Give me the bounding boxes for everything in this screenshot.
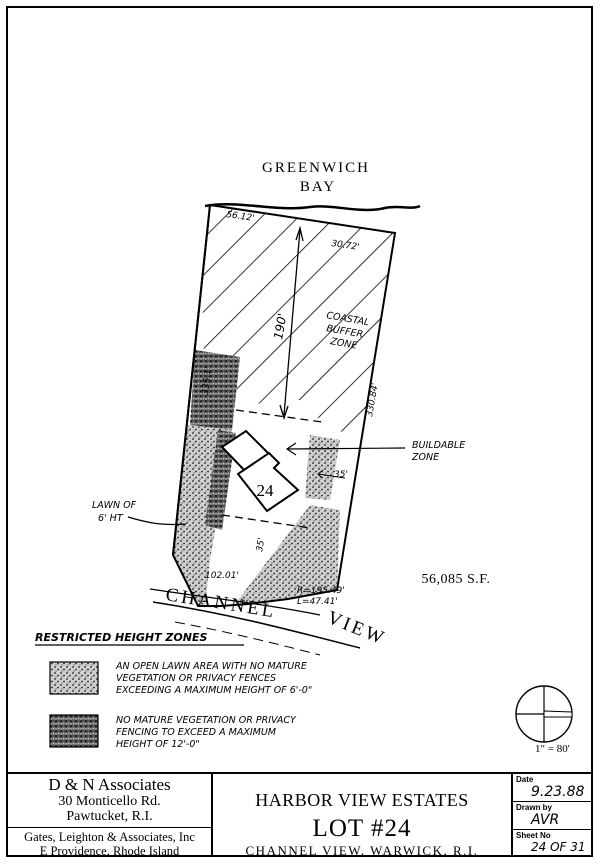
engineer-location: E Providence, Rhode Island <box>39 844 180 858</box>
dim-setback-190: 190' <box>271 312 289 340</box>
project-location: CHANNEL VIEW, WARWICK, R.I. <box>245 843 479 858</box>
firm-block: D & N Associates 30 Monticello Rd. Pawtu… <box>8 774 213 858</box>
svg-text:6' HT: 6' HT <box>98 513 124 524</box>
sheet-field: Sheet No 24 OF 31 <box>516 831 586 854</box>
project-name: HARBOR VIEW ESTATES <box>255 790 469 810</box>
svg-text:ZONE: ZONE <box>411 452 439 463</box>
legend-title: RESTRICTED HEIGHT ZONES <box>35 631 207 644</box>
buildable-zone-boundary <box>221 409 323 529</box>
house-footprint <box>220 429 300 513</box>
dim-setback-35-right: 35' <box>334 470 348 480</box>
date-value: 9.23.88 <box>531 784 585 800</box>
sheet-value: 24 OF 31 <box>531 840 586 854</box>
meta-block: Date 9.23.88 Drawn by AVR Sheet No 24 OF… <box>513 774 591 857</box>
lot-boundary <box>171 203 397 607</box>
road-centerline <box>174 621 321 656</box>
svg-text:EXCEEDING A MAXIMUM HEIGHT OF: EXCEEDING A MAXIMUM HEIGHT OF 6'-0" <box>116 685 312 696</box>
street-label-view: VIEW <box>324 607 389 650</box>
dim-curve-r: R=195.49' <box>297 586 345 596</box>
date-field: Date 9.23.88 <box>513 774 591 802</box>
engineer-name: Gates, Leighton & Associates, Inc <box>24 830 195 844</box>
lawn-callout: LAWN OF 6' HT <box>92 500 137 524</box>
svg-text:NO MATURE VEGETATION OR PRIVAC: NO MATURE VEGETATION OR PRIVACY <box>116 715 297 726</box>
svg-text:LAWN OF: LAWN OF <box>92 500 137 511</box>
svg-text:ZONE: ZONE <box>328 336 358 352</box>
svg-text:VEGETATION OR PRIVACY FENCES: VEGETATION OR PRIVACY FENCES <box>116 673 276 684</box>
site-plan: GREENWICH BAY 24 190' COASTAL BUFFER ZON… <box>35 160 573 755</box>
title-block: D & N Associates 30 Monticello Rd. Pawtu… <box>8 772 591 858</box>
stipple-zone-front <box>235 505 340 604</box>
dim-front: 102.01' <box>205 571 239 581</box>
coastal-buffer-zone <box>200 205 395 440</box>
drawing-frame <box>6 6 593 857</box>
legend: RESTRICTED HEIGHT ZONES AN OPEN LAWN ARE… <box>35 631 312 750</box>
drawn-by-field: Drawn by AVR <box>513 802 591 830</box>
firm-name: D & N Associates <box>48 775 171 794</box>
road-edge-upper <box>149 588 321 616</box>
dim-top-right: 30.72' <box>331 239 360 253</box>
bay-label-line2: BAY <box>300 179 336 195</box>
dim-left-side: 335.1' <box>201 366 214 395</box>
legend-swatch-dark <box>49 714 99 748</box>
bay-label-line1: GREENWICH <box>262 160 370 176</box>
project-block: HARBOR VIEW ESTATES LOT #24 CHANNEL VIEW… <box>213 774 513 858</box>
firm-address-1: 30 Monticello Rd. <box>58 794 161 809</box>
dense-zone-left-strip <box>205 430 236 530</box>
stipple-zone-right <box>305 435 340 500</box>
legend-swatch-light <box>49 661 99 695</box>
dense-zone-left-upper <box>190 350 240 430</box>
drawn-by-value: AVR <box>531 812 560 828</box>
area-label: 56,085 S.F. <box>422 572 491 587</box>
svg-text:AN OPEN LAWN AREA WITH NO MATU: AN OPEN LAWN AREA WITH NO MATURE <box>115 661 307 672</box>
svg-text:HEIGHT OF 12'-0": HEIGHT OF 12'-0" <box>116 739 200 750</box>
dim-setback-35-bottom: 35' <box>255 537 267 552</box>
buildable-zone-callout: BUILDABLE ZONE <box>411 440 465 463</box>
road-edge-lower <box>152 601 361 649</box>
firm-address-2: Pawtucket, R.I. <box>66 809 153 824</box>
lot-number-label: 24 <box>257 481 275 500</box>
dim-curve-l: L=47.41' <box>297 597 338 607</box>
lot-title: LOT #24 <box>312 815 412 842</box>
dim-top-left: 56.12' <box>226 210 255 224</box>
svg-text:FENCING TO EXCEED A MAXIMUM: FENCING TO EXCEED A MAXIMUM <box>116 727 276 738</box>
svg-text:BUILDABLE: BUILDABLE <box>412 440 465 451</box>
coastal-buffer-callout: COASTAL BUFFER ZONE <box>325 310 370 352</box>
north-arrow <box>515 685 573 743</box>
shoreline <box>204 203 421 212</box>
scale-label: 1" = 80' <box>535 743 570 755</box>
